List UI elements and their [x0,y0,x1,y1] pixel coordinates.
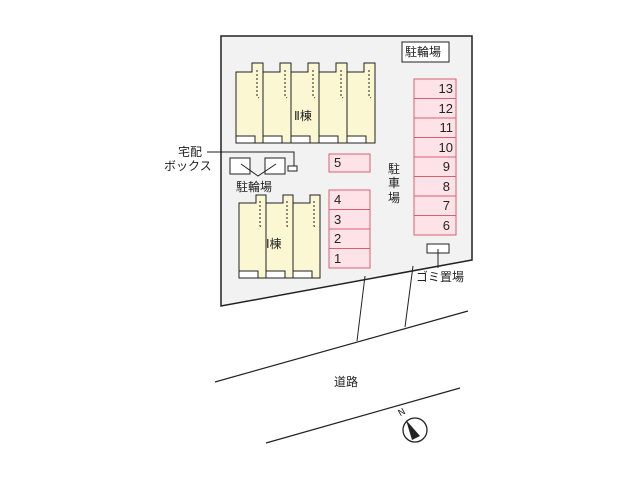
parking-space-6: 6 [442,217,450,233]
building-2-label: Ⅱ棟 [294,109,312,123]
north-arrow-icon [402,417,428,443]
delivery-box [287,165,298,172]
delivery-box-label-1: 宅配 [178,145,203,159]
parking-space-3: 3 [334,211,342,227]
parking-space-13: 13 [438,81,453,96]
building-1-label: Ⅰ棟 [266,237,282,251]
parking-space-2: 2 [334,231,342,246]
bicycle-parking-mid-label: 駐輪場 [236,180,273,194]
building-1 [238,194,321,279]
road-edge-top [214,310,469,383]
parking-space-12: 12 [438,100,453,116]
parking-column-right [413,78,457,236]
delivery-box-leader [207,151,295,166]
building-2 [235,62,376,144]
road-label: 道路 [334,375,359,389]
parking-space-7: 7 [442,198,450,213]
parking-space-5: 5 [334,155,342,170]
parking-space-10: 10 [438,139,453,155]
garbage-area-label: ゴミ置場 [416,270,465,284]
bicycle-parking-top-box [401,41,450,63]
parking-space-11: 11 [439,120,454,135]
parking-space-9: 9 [442,159,450,174]
road-edge-bottom [265,387,461,444]
driveway-line-left [356,275,366,342]
parking-space-1: 1 [334,250,342,266]
driveway-line-right [404,265,414,328]
parking-space-8: 8 [442,178,450,194]
bicycle-parking-mid-boxes [229,157,286,177]
bicycle-parking-top-label: 駐輪場 [405,45,442,59]
parking-column-left [328,153,371,269]
delivery-box-label-2: ボックス [164,159,212,173]
parking-space-4: 4 [334,192,342,207]
parking-lot-label: 駐車場 [388,162,401,205]
